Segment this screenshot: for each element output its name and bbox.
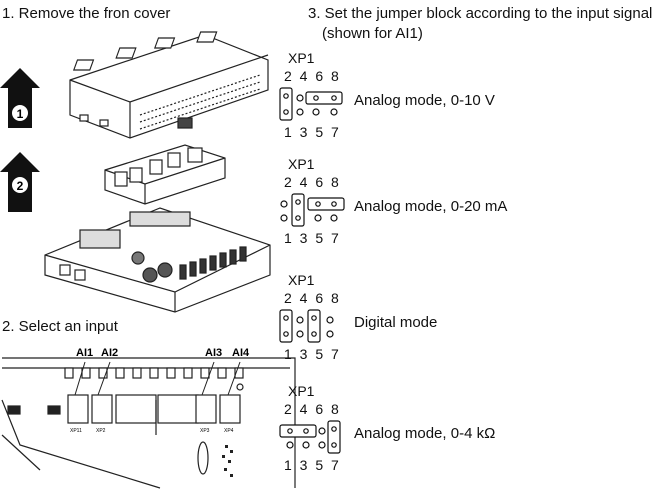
marker-1: 1 [17, 107, 24, 121]
jumper-diagram [279, 87, 343, 121]
label-xp3: XP3 [200, 428, 210, 434]
connector-xp4 [219, 394, 241, 424]
label-ai4: AI4 [232, 347, 250, 359]
jumper-config-digital: XP1 2 4 6 8 1 3 5 7 Digital mode [278, 272, 578, 367]
connector-xp2 [91, 394, 113, 424]
connector-xp11 [67, 394, 89, 424]
bottom-pin-numbers: 1 3 5 7 [284, 346, 339, 362]
jumper-diagram [279, 309, 334, 343]
jumper-config-analog-current: XP1 2 4 6 8 1 3 5 7 Analog mode, 0-20 mA [278, 156, 578, 251]
jumper-config-analog-resistance: XP1 2 4 6 8 1 3 5 7 Analog mode, 0-4 kΩ [278, 383, 578, 478]
step-3-title: 3. Set the jumper block according to the… [308, 5, 652, 22]
bottom-pin-numbers: 1 3 5 7 [284, 457, 339, 473]
top-comb [64, 367, 244, 379]
label-ai1: AI1 [76, 347, 93, 359]
jumper-header: XP1 [288, 383, 315, 399]
top-pin-numbers: 2 4 6 8 [284, 174, 339, 190]
mode-label: Analog mode, 0-4 kΩ [354, 425, 496, 442]
arrow-up-icon-2: 2 [0, 152, 40, 212]
cover-removal-illustration: 1 2 [0, 31, 271, 313]
jumper-header: XP1 [288, 272, 315, 288]
mode-label: Analog mode, 0-10 V [354, 92, 495, 109]
jumper-diagram [280, 193, 345, 227]
jumper-config-analog-voltage: XP1 2 4 6 8 1 3 5 7 Analog mode, 0-10 V [278, 50, 578, 145]
step-2-title: 2. Select an input [2, 318, 118, 335]
relay-block [104, 144, 226, 205]
mode-label: Digital mode [354, 314, 438, 331]
mode-label: Analog mode, 0-20 mA [354, 198, 508, 215]
label-xp4: XP4 [224, 428, 234, 434]
top-pin-numbers: 2 4 6 8 [284, 401, 339, 417]
top-pin-numbers: 2 4 6 8 [284, 68, 339, 84]
arrow-up-icon-1: 1 [0, 68, 40, 128]
label-xp11: XP11 [70, 428, 82, 434]
base-board [44, 207, 271, 313]
label-ai3: AI3 [205, 347, 222, 359]
jumper-header: XP1 [288, 156, 315, 172]
label-xp2: XP2 [96, 428, 106, 434]
top-pin-numbers: 2 4 6 8 [284, 290, 339, 306]
bottom-pin-numbers: 1 3 5 7 [284, 124, 339, 140]
jumper-diagram [279, 420, 341, 454]
input-selection-illustration: AI1 AI2 AI3 AI4 XP11 XP2 XP3 XP4 [1, 347, 296, 489]
label-ai2: AI2 [101, 347, 118, 359]
bottom-pin-numbers: 1 3 5 7 [284, 230, 339, 246]
step-1-title: 1. Remove the fron cover [2, 5, 171, 22]
front-cover [69, 31, 269, 139]
step-3-subtitle: (shown for AI1) [322, 25, 423, 42]
jumper-header: XP1 [288, 50, 315, 66]
connector-xp3 [195, 394, 217, 424]
marker-2: 2 [17, 179, 24, 193]
